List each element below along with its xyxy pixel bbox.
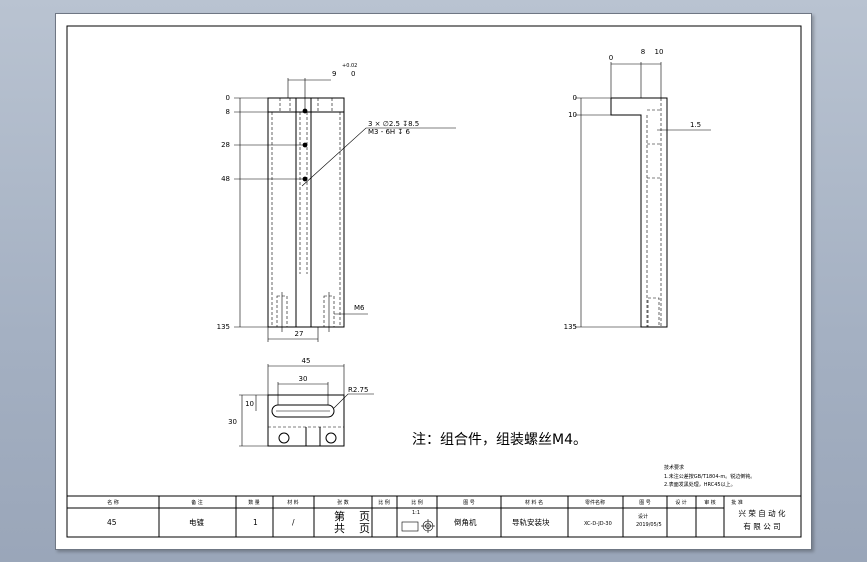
- tb-header-approve: 批 准: [731, 499, 743, 506]
- hole-marker: [302, 176, 308, 182]
- front-tick-0: 0: [226, 94, 230, 102]
- tb-material: /: [292, 518, 295, 527]
- tech-req-line2: 2.表面发黑处理，HRC45以上。: [664, 481, 736, 488]
- title-block: 名 称 备 注 数 量 材 料 张 数 比 例 比 例 图 号 材 料 名 零件…: [66, 495, 802, 538]
- tb-header-partname: 零件名称: [585, 499, 605, 506]
- inner-frame: [66, 25, 802, 538]
- tech-req-line1: 1.未注公差按GB/T1804-m。锐边倒钝。: [664, 473, 755, 480]
- tb-sheet-3: 共: [334, 522, 345, 535]
- tb-drawing-no: XC-D-JD-30: [584, 521, 612, 527]
- side-top-tick-10: 10: [655, 48, 664, 56]
- assembly-note: 注：组合件，组装螺丝M4。: [412, 432, 587, 448]
- front-tick-48: 48: [221, 175, 230, 183]
- side-top-tick-0: 0: [609, 54, 613, 62]
- tb-header-scale-a: 比 例: [378, 499, 390, 506]
- side-thickness-dim: 1.5: [690, 121, 701, 129]
- front-top-dim-a: 9: [332, 70, 336, 78]
- front-tick-8: 8: [226, 108, 230, 116]
- tb-company-line1: 兴 荣 自 动 化: [738, 508, 786, 518]
- tb-header-design: 设 计: [675, 499, 687, 506]
- top-slot-length: 30: [299, 375, 308, 383]
- tb-machine: 倒角机: [454, 517, 477, 527]
- tb-date: 2019/05/5: [636, 522, 662, 528]
- tb-sheet-2: 页: [359, 510, 370, 523]
- tb-header-drawno: 图 号: [639, 500, 651, 506]
- front-bottom-dim: 27: [295, 330, 304, 338]
- top-left-dim-10: 10: [245, 400, 254, 408]
- tb-header-scale-b: 比 例: [411, 499, 423, 506]
- front-view: 0 8 28 48 135 +0.02 9 0 3 × ∅2.5 ↧8.5 M3…: [217, 63, 456, 342]
- tech-req-title: 技术要求: [664, 464, 684, 471]
- tb-header-qty: 数 量: [248, 499, 260, 506]
- tb-qty: 1: [253, 518, 258, 527]
- tb-header-matname: 材 料 名: [525, 499, 543, 506]
- tb-header-name: 名 称: [107, 499, 119, 506]
- front-top-dim-b: 0: [351, 70, 355, 78]
- side-view: 0 10 135 0 8 10 1.5: [564, 48, 711, 331]
- side-tick-0: 0: [573, 94, 577, 102]
- front-top-tol: +0.02: [342, 63, 357, 69]
- tb-header-sheets: 张 数: [337, 499, 349, 506]
- side-tick-135: 135: [564, 323, 577, 331]
- front-view-outline: [267, 97, 345, 328]
- tb-designer: 设计: [638, 513, 648, 520]
- drawing-canvas: 0 8 28 48 135 +0.02 9 0 3 × ∅2.5 ↧8.5 M3…: [66, 25, 802, 538]
- tb-sheet-1: 第: [334, 509, 345, 523]
- side-view-outline: [610, 97, 668, 328]
- side-tick-10: 10: [568, 111, 577, 119]
- front-tick-135: 135: [217, 323, 230, 331]
- tb-name: 45: [107, 518, 117, 527]
- hole-callout-line1: 3 × ∅2.5 ↧8.5: [368, 120, 419, 128]
- top-slot-radius: R2.75: [348, 386, 368, 394]
- tb-part-name: 导轨安装块: [512, 517, 550, 527]
- tb-header-material: 材 料: [287, 499, 299, 506]
- top-overall-width: 45: [302, 357, 311, 365]
- front-thread-label: M6: [354, 304, 365, 312]
- tb-header-remark: 备 注: [191, 499, 203, 506]
- tb-company-line2: 有 限 公 司: [743, 521, 780, 531]
- tb-sheet-4: 页: [359, 522, 370, 535]
- projection-symbol-frame: [401, 521, 419, 532]
- top-view: 45 30 R2.75 30 10: [228, 357, 374, 447]
- hole-callout-line2: M3 - 6H ↧ 6: [368, 128, 411, 136]
- tb-header-drawing: 图 号: [463, 500, 475, 506]
- side-top-tick-8: 8: [641, 48, 645, 56]
- tb-scale: 1:1: [412, 510, 420, 516]
- front-tick-28: 28: [221, 141, 230, 149]
- hole-marker: [302, 108, 308, 114]
- drawing-sheet: 0 8 28 48 135 +0.02 9 0 3 × ∅2.5 ↧8.5 M3…: [55, 13, 812, 550]
- tb-header-review: 审 核: [704, 499, 716, 506]
- hole-marker: [302, 142, 308, 148]
- top-left-dim-30: 30: [228, 418, 237, 426]
- tb-remark: 电镀: [189, 517, 204, 527]
